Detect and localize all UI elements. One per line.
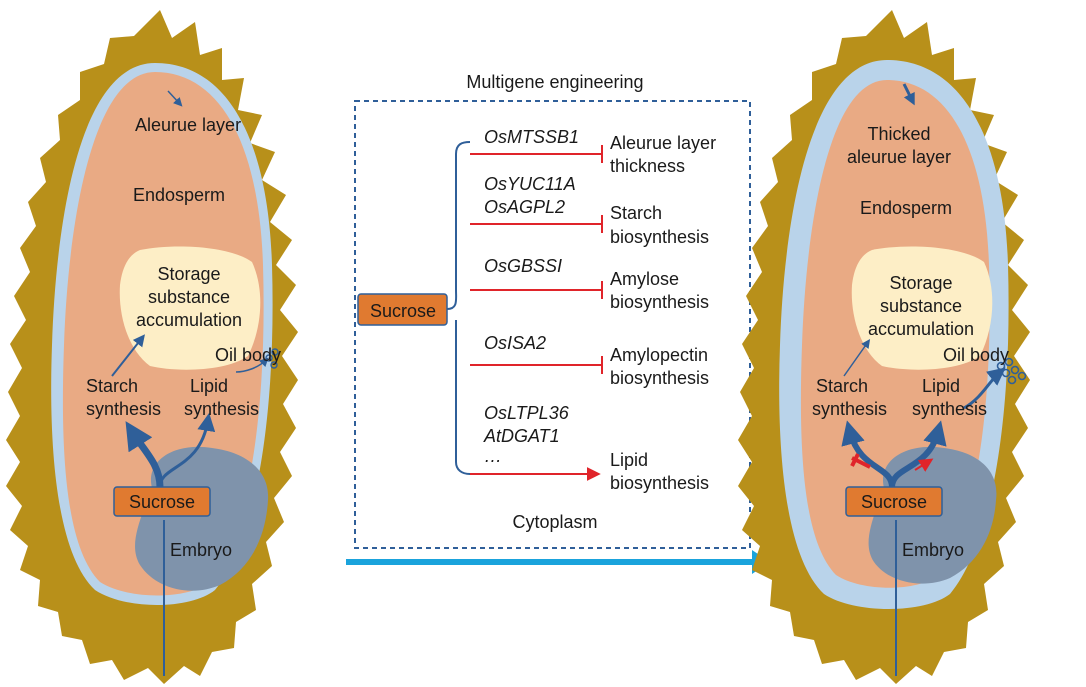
left-sucrose-label: Sucrose [129, 492, 195, 512]
left-storage-label-2: substance [148, 287, 230, 307]
left-storage-label-1: Storage [157, 264, 220, 284]
target-label: thickness [610, 156, 685, 176]
target-label: biosynthesis [610, 227, 709, 247]
right-embryo-label: Embryo [902, 540, 964, 560]
inhibit-line [470, 215, 603, 233]
gene-label: OsLTPL36 [484, 403, 570, 423]
right-sucrose-label: Sucrose [861, 492, 927, 512]
target-label: Starch [610, 203, 662, 223]
left-starch-label-1: Starch [86, 376, 138, 396]
left-embryo-label: Embryo [170, 540, 232, 560]
gene-label: OsYUC11A [484, 174, 576, 194]
gene-label: OsMTSSB1 [484, 127, 579, 147]
right-oil-body-icon [996, 357, 1027, 385]
dashed-box [354, 100, 751, 549]
right-lipid-label-2: synthesis [912, 399, 987, 419]
left-aleurone-label: Aleurue layer [135, 115, 241, 135]
target-label: biosynthesis [610, 473, 709, 493]
left-lipid-arrow [158, 412, 216, 488]
panel-title: Multigene engineering [466, 72, 643, 92]
left-aleurone-arrow [167, 90, 183, 107]
target-label: Aleurue layer [610, 133, 716, 153]
right-lipid-promote-mark [914, 458, 934, 472]
left-embryo [135, 446, 269, 591]
target-label: biosynthesis [610, 368, 709, 388]
gene-label: OsISA2 [484, 333, 546, 353]
row-5: OsLTPL36 AtDGAT1 … Lipid biosynthesis [470, 403, 709, 493]
right-lipid-label-1: Lipid [922, 376, 960, 396]
right-sucrose-box [845, 486, 943, 517]
right-aleurone-label-2: aleurue layer [847, 147, 951, 167]
target-label: Amylose [610, 269, 679, 289]
right-storage-arrow [843, 339, 871, 377]
row-3: OsGBSSI Amylose biosynthesis [470, 256, 709, 312]
left-sucrose-box [113, 486, 211, 517]
left-endosperm-label: Endosperm [133, 185, 225, 205]
left-seed: Aleurue layer Endosperm Storage substanc… [6, 10, 298, 684]
left-lipid-label-2: synthesis [184, 399, 259, 419]
inhibit-line [470, 145, 603, 163]
left-storage-label-3: accumulation [136, 310, 242, 330]
gene-label: OsGBSSI [484, 256, 562, 276]
branch-brace [446, 141, 471, 475]
center-panel: Multigene engineering Sucrose OsMTSSB1 A… [346, 72, 770, 574]
gene-label: … [484, 446, 502, 466]
row-4: OsISA2 Amylopectin biosynthesis [470, 333, 709, 388]
center-sucrose-label: Sucrose [370, 301, 436, 321]
left-oil-body-icon [265, 348, 279, 369]
inhibit-line [470, 281, 603, 299]
right-starch-label-2: synthesis [812, 399, 887, 419]
row-1: OsMTSSB1 Aleurue layer thickness [470, 127, 716, 176]
right-aleurone-arrow [902, 83, 915, 106]
right-seed: Thicked aleurue layer Endosperm Storage … [738, 10, 1030, 684]
left-oil-body-label: Oil body [215, 345, 281, 365]
right-endosperm-label: Endosperm [860, 198, 952, 218]
left-starch-label-2: synthesis [86, 399, 161, 419]
gene-label: OsAGPL2 [484, 197, 565, 217]
cytoplasm-label: Cytoplasm [512, 512, 597, 532]
target-label: biosynthesis [610, 292, 709, 312]
right-aleurone-label-1: Thicked [867, 124, 930, 144]
right-oil-body-label: Oil body [943, 345, 1009, 365]
target-label: Lipid [610, 450, 648, 470]
left-oil-arrow [235, 357, 269, 373]
row-2: OsYUC11A OsAGPL2 Starch biosynthesis [470, 174, 709, 247]
right-storage-substance [851, 246, 993, 370]
left-storage-arrow [111, 334, 145, 377]
left-storage-substance [119, 246, 261, 370]
right-lipid-arrow [889, 420, 947, 488]
right-storage-label-3: accumulation [868, 319, 974, 339]
transition-arrow [346, 550, 770, 574]
gene-label: AtDGAT1 [483, 426, 560, 446]
right-starch-label-1: Starch [816, 376, 868, 396]
right-storage-label-1: Storage [889, 273, 952, 293]
left-lipid-label-1: Lipid [190, 376, 228, 396]
target-label: Amylopectin [610, 345, 708, 365]
right-storage-label-2: substance [880, 296, 962, 316]
inhibit-line [470, 356, 603, 374]
right-starch-inhibit-mark [850, 453, 871, 469]
right-oil-arrow [963, 367, 1006, 410]
